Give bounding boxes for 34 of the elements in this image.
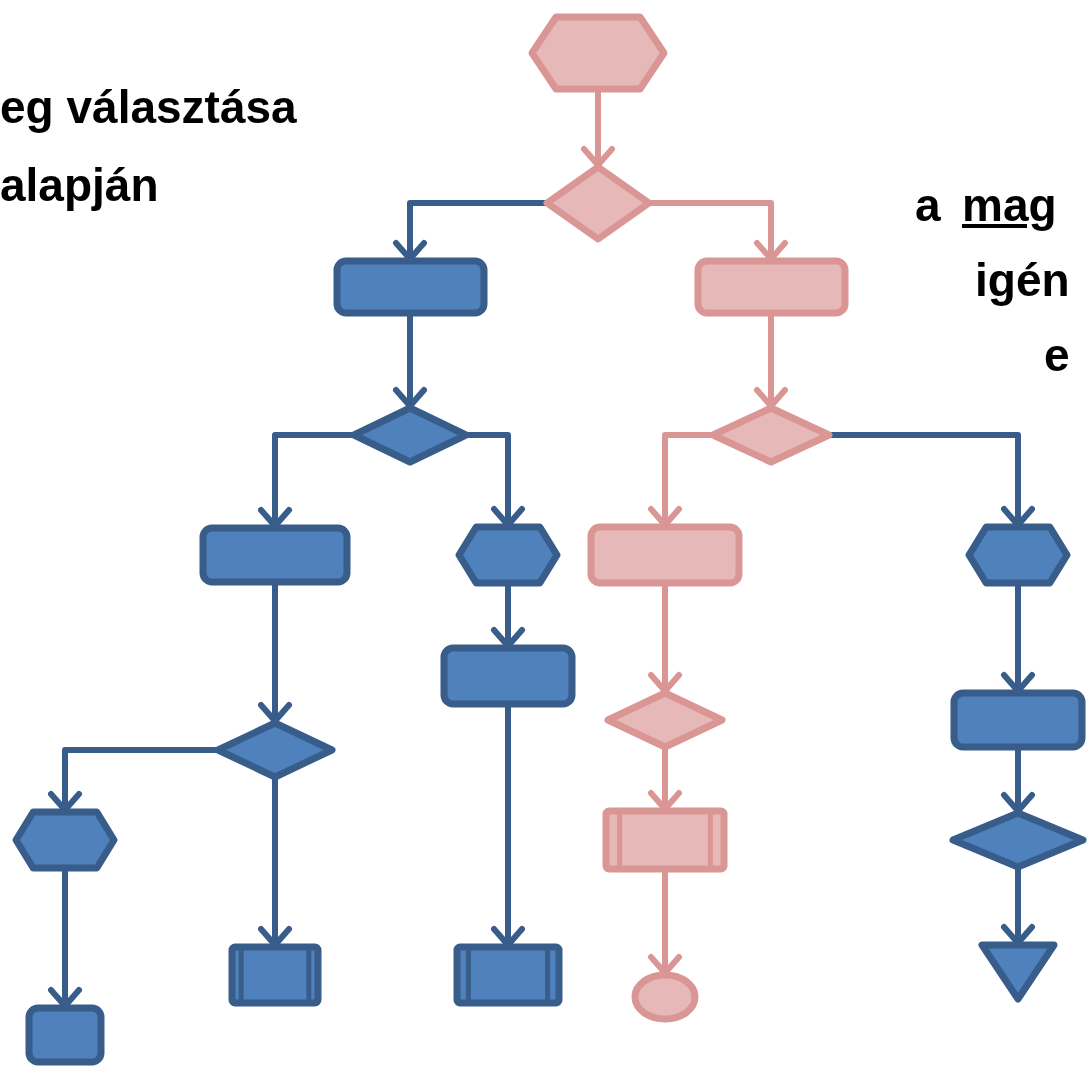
- decision-diamond: [350, 404, 470, 466]
- process-box: [693, 257, 849, 317]
- decision-diamond: [543, 163, 653, 243]
- hexagon-shape: [12, 808, 118, 872]
- terminal-ellipse: [631, 971, 699, 1023]
- heading-text: alapján: [0, 160, 159, 211]
- merge-triangle: [978, 941, 1058, 1003]
- process-box: [950, 689, 1086, 751]
- heading-text: igén: [975, 255, 1070, 306]
- heading-text: eg választása: [0, 82, 297, 133]
- process-box: [587, 523, 743, 587]
- arrow: [754, 314, 788, 409]
- process-box: [440, 644, 576, 708]
- hexagon-shape: [455, 523, 561, 587]
- predefined-process-box: [453, 943, 563, 1007]
- decision-diamond: [214, 719, 336, 781]
- arrow: [393, 314, 427, 409]
- predefined-process-box: [228, 943, 322, 1007]
- process-box: [332, 257, 488, 317]
- arrow: [258, 583, 292, 724]
- heading-text: a: [915, 180, 941, 231]
- process-box: [25, 1004, 105, 1066]
- heading-text: e: [1044, 330, 1070, 381]
- process-box: [199, 524, 351, 586]
- arrow: [581, 90, 615, 168]
- decision-diamond: [604, 689, 726, 751]
- arrow: [648, 584, 682, 694]
- hexagon-shape: [528, 13, 668, 93]
- hexagon-shape: [965, 523, 1071, 587]
- predefined-process-box: [602, 807, 728, 873]
- arrow: [1001, 748, 1035, 814]
- decision-diamond: [709, 404, 833, 466]
- decision-diamond: [949, 809, 1087, 871]
- heading-text: mag: [962, 180, 1057, 231]
